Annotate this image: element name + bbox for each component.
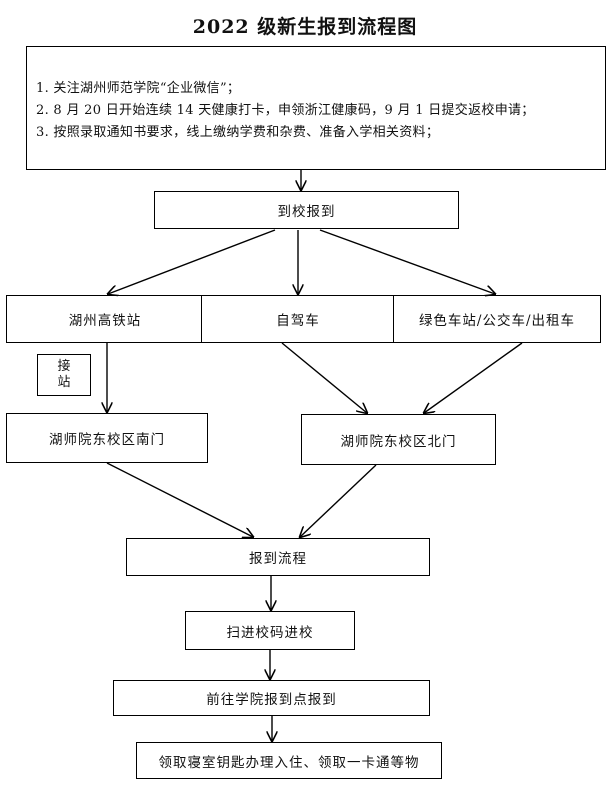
south-gate-box: 湖师院东校区南门 xyxy=(6,413,208,463)
arrow-selfdrive-to-north-gate xyxy=(281,342,367,413)
preparation-notes: 1. 关注湖州师范学院“企业微信”； 2. 8 月 20 日开始连续 14 天健… xyxy=(26,46,606,170)
self-drive-box: 自驾车 xyxy=(201,295,395,343)
scan-code-box: 扫进校码进校 xyxy=(185,611,355,650)
arrow-south-gate-to-process xyxy=(106,462,253,537)
note-line-1: 1. 关注湖州师范学院“企业微信”； xyxy=(36,81,241,96)
pickup-note-text: 接站 xyxy=(57,359,71,390)
arrow-arrive-to-bus xyxy=(319,229,495,294)
go-to-college-box: 前往学院报到点报到 xyxy=(113,680,430,716)
arrow-north-gate-to-process xyxy=(300,464,377,537)
arrow-bus-to-north-gate xyxy=(424,342,523,413)
arrow-arrive-to-hsr xyxy=(108,229,276,294)
pickup-note: 接站 xyxy=(37,354,91,396)
note-line-3: 3. 按照录取通知书要求，线上缴纳学费和杂费、准备入学相关资料； xyxy=(36,125,440,140)
arrive-at-school-box: 到校报到 xyxy=(154,191,459,229)
diagram-title: 2022 级新生报到流程图 xyxy=(192,16,418,38)
bus-taxi-box: 绿色车站/公交车/出租车 xyxy=(393,295,601,343)
north-gate-box: 湖师院东校区北门 xyxy=(301,414,496,465)
registration-process-box: 报到流程 xyxy=(126,538,430,576)
note-line-2: 2. 8 月 20 日开始连续 14 天健康打卡，申领浙江健康码，9 月 1 日… xyxy=(36,103,535,118)
collect-keys-box: 领取寝室钥匙办理入住、领取一卡通等物 xyxy=(136,742,442,779)
